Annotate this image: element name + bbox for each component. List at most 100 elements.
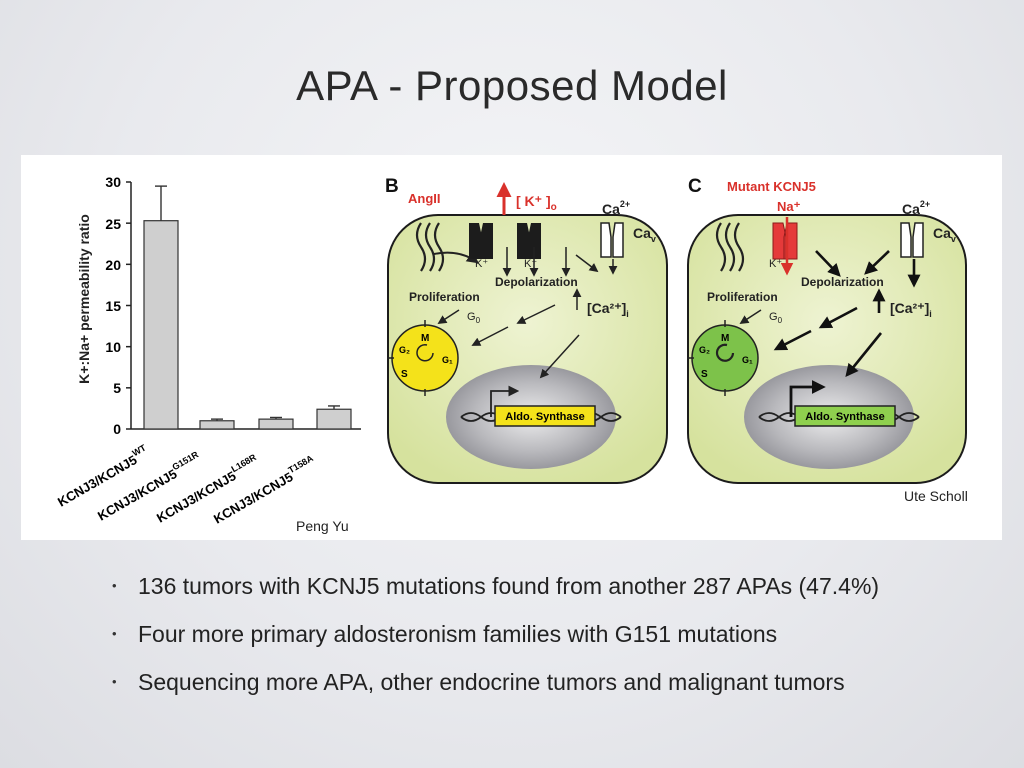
panel-c-na-label: Na⁺ — [777, 199, 801, 214]
panel-b-diagram: B AngII [ K⁺ ]o Ca2+ Cav K⁺ K⁺ Depolariz… — [385, 176, 668, 484]
panel-c-k-ion: K⁺ — [769, 258, 782, 270]
angii-receptor-icon — [415, 222, 445, 272]
depol-arrow-icon — [864, 250, 890, 275]
panel-b-k-ion: K⁺ — [475, 258, 488, 270]
ca-in-text: [Ca²⁺] — [890, 300, 929, 316]
depol-arrow-icon — [575, 254, 599, 273]
panel-b-proliferation: Proliferation — [409, 290, 480, 304]
y-tick-label: 15 — [105, 298, 121, 314]
y-tick-label: 5 — [113, 380, 121, 396]
ca-to-nucleus-arrow-icon — [539, 334, 580, 379]
x-category-label: KCNJ3/KCNJ5G151R — [94, 449, 205, 524]
panel-b-gene-box — [494, 405, 596, 427]
k-label-sub: o — [551, 202, 557, 213]
panel-b-cav-label: Cav — [633, 225, 656, 244]
panel-c-ca-inside: [Ca²⁺]i — [890, 300, 932, 319]
ca-channel-icon — [900, 222, 924, 258]
ca-in-text: [Ca²⁺] — [587, 300, 626, 316]
cav-text: Ca — [633, 225, 651, 241]
panel-c-diagram: C Mutant KCNJ5 Na⁺ K⁺ Ca2+ Cav Depolariz… — [687, 176, 968, 504]
ca-sup: 2+ — [920, 199, 930, 209]
bullet-list: • 136 tumors with KCNJ5 mutations found f… — [112, 568, 1012, 712]
receptor-arrow-icon — [433, 251, 479, 264]
cav-sub: v — [651, 234, 656, 244]
panel-b-angii-label: AngII — [408, 191, 441, 206]
bullet-text: 136 tumors with KCNJ5 mutations found fr… — [138, 573, 880, 599]
figure-svg: K+:Na+ permeability ratio 30 25 20 15 10… — [55, 174, 968, 534]
x-category-label: KCNJ3/KCNJ5T158A — [210, 453, 320, 527]
y-tick-label: 25 — [105, 216, 121, 232]
panel-b-promoter-arrow-icon — [490, 385, 520, 417]
panel-c-g0: G0 — [769, 311, 783, 325]
panel-c-cav-label: Cav — [933, 225, 956, 244]
ca-to-prolif-arrow-icon — [818, 306, 858, 329]
ca-to-cycle-arrow-icon — [471, 326, 509, 346]
bullet-item: • Four more primary aldosteronism familie… — [112, 616, 1012, 664]
ca-sup: 2+ — [620, 199, 630, 209]
g0-arrow-icon — [437, 309, 460, 324]
panel-c-ca-label: Ca2+ — [902, 199, 930, 217]
bullet-dot-icon: • — [112, 578, 117, 593]
y-tick-label: 10 — [105, 339, 121, 355]
ca-to-cycle-arrow-icon — [773, 329, 812, 351]
credit-ute-scholl: Ute Scholl — [904, 488, 968, 504]
k-label-text: [ K⁺ ] — [516, 193, 551, 209]
g0-arrow-icon — [739, 309, 762, 324]
permeability-chart: K+:Na+ permeability ratio 30 25 20 15 10… — [55, 174, 361, 534]
chart-bar — [316, 408, 352, 430]
k-outside-label: [ K⁺ ]o — [516, 193, 557, 213]
bullet-item: • 136 tumors with KCNJ5 mutations found f… — [112, 568, 1012, 616]
chart-y-tick-labels: 30 25 20 15 10 5 0 — [105, 174, 121, 437]
panel-b-g0: G0 — [467, 311, 481, 325]
g0-text: G — [467, 311, 476, 323]
x-label-sup: L168R — [229, 452, 258, 474]
bullet-text: Four more primary aldosteronism families… — [138, 621, 778, 647]
panel-b-k-ion: K⁺ — [524, 258, 537, 270]
bullet-text: Sequencing more APA, other endocrine tum… — [138, 669, 845, 695]
panel-c-mutant-label: Mutant KCNJ5 — [727, 179, 816, 194]
slide-title: APA - Proposed Model — [296, 62, 728, 109]
panel-b-ca-inside: [Ca²⁺]i — [587, 300, 629, 319]
panel-c-gene-box — [794, 405, 896, 427]
cycle-m: M — [421, 333, 429, 344]
ca-text: Ca — [602, 201, 620, 217]
cycle-g2: G₂ — [399, 345, 410, 355]
cycle-g1: G₁ — [742, 355, 753, 365]
x-label-sup: WT — [130, 442, 148, 458]
bullet-dot-icon: • — [112, 674, 117, 689]
ca-to-nucleus-arrow-icon — [845, 332, 883, 378]
panel-b-gene-label: Aldo. Synthase — [505, 411, 584, 423]
cav-text: Ca — [933, 225, 951, 241]
panel-c-letter: C — [688, 176, 702, 197]
depol-arrow-icon — [815, 250, 841, 277]
ca-text: Ca — [902, 201, 920, 217]
panel-b-depolarization: Depolarization — [495, 275, 578, 289]
y-tick-label: 30 — [105, 174, 121, 190]
chart-x-labels: KCNJ3/KCNJ5WT KCNJ3/KCNJ5G151R KCNJ3/KCN… — [55, 442, 320, 527]
panel-b-ca-label: Ca2+ — [602, 199, 630, 217]
bullet-item: • Sequencing more APA, other endocrine tu… — [112, 664, 1012, 712]
chart-y-axis-label: K+:Na+ permeability ratio — [76, 214, 92, 384]
panel-c-cell-cycle: M G₂ G₁ S — [687, 320, 759, 396]
ca-in-sub: i — [929, 309, 932, 319]
y-tick-label: 0 — [113, 421, 121, 437]
ca-channel-icon — [600, 222, 624, 258]
panel-b-letter: B — [385, 176, 399, 197]
cycle-s: S — [701, 369, 708, 380]
chart-bar — [258, 418, 294, 430]
receptor-icon — [715, 222, 745, 272]
k-channel-icon — [469, 223, 541, 259]
panel-c-gene-label: Aldo. Synthase — [805, 411, 884, 423]
x-label-sup: T158A — [286, 453, 315, 475]
panel-b-cell-cycle: M G₂ G₁ S — [387, 320, 459, 396]
chart-bar — [199, 420, 235, 430]
bullet-dot-icon: • — [112, 626, 117, 641]
panel-c-proliferation: Proliferation — [707, 290, 778, 304]
panel-c-depolarization: Depolarization — [801, 275, 884, 289]
x-category-label: KCNJ3/KCNJ5L168R — [153, 452, 263, 526]
chart-bar — [143, 220, 179, 430]
ca-in-sub: i — [626, 309, 629, 319]
cycle-g2: G₂ — [699, 345, 710, 355]
figure-panel: K+:Na+ permeability ratio 30 25 20 15 10… — [21, 155, 1002, 540]
chart-plot-area — [126, 181, 361, 430]
